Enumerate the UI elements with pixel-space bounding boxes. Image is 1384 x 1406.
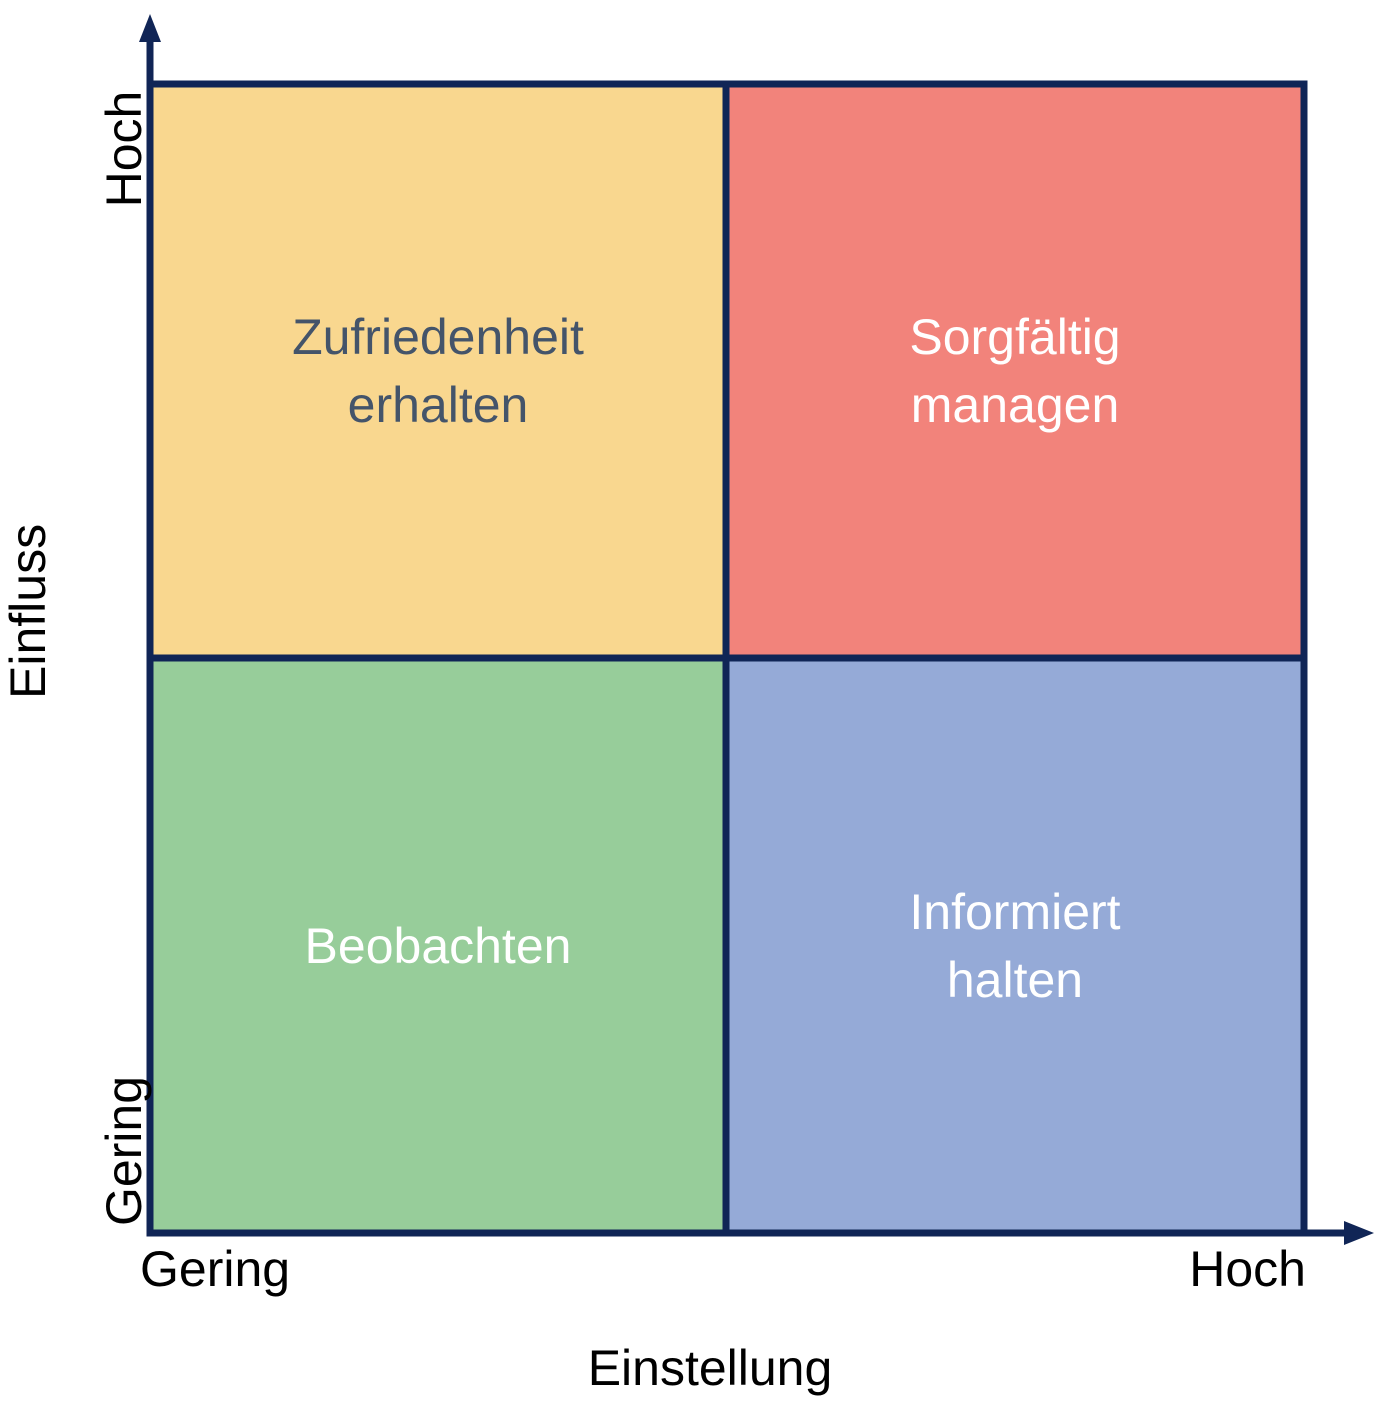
quadrant-label-line: Beobachten [304, 917, 572, 974]
y-axis-arrowhead [139, 14, 161, 42]
quadrant-label-line: managen [910, 377, 1120, 433]
x-axis-low-label: Gering [140, 1241, 291, 1297]
y-axis-low-label: Gering [96, 1075, 152, 1227]
quadrant-manage-closely: Sorgfältig managen [726, 84, 1304, 658]
quadrant-label-line: Informiert [909, 883, 1121, 940]
y-axis-title: Einfluss [0, 523, 56, 699]
x-axis-title: Einstellung [587, 1340, 833, 1396]
quadrant-label-line: Sorgfältig [909, 309, 1121, 365]
x-axis-high-label: Hoch [1189, 1241, 1306, 1297]
quadrant-keep-satisfied: Zufriedenheit erhalten [150, 84, 726, 658]
quadrant-keep-informed: Informiert halten [726, 658, 1304, 1233]
x-axis-arrowhead [1344, 1221, 1374, 1245]
quadrant-label-line: erhalten [347, 377, 529, 433]
quadrant-monitor: Beobachten [150, 658, 726, 1233]
quadrant-label-line: Zufriedenheit [292, 309, 584, 365]
quadrant-label-line: halten [946, 951, 1084, 1008]
y-axis-high-label: Hoch [96, 90, 152, 208]
